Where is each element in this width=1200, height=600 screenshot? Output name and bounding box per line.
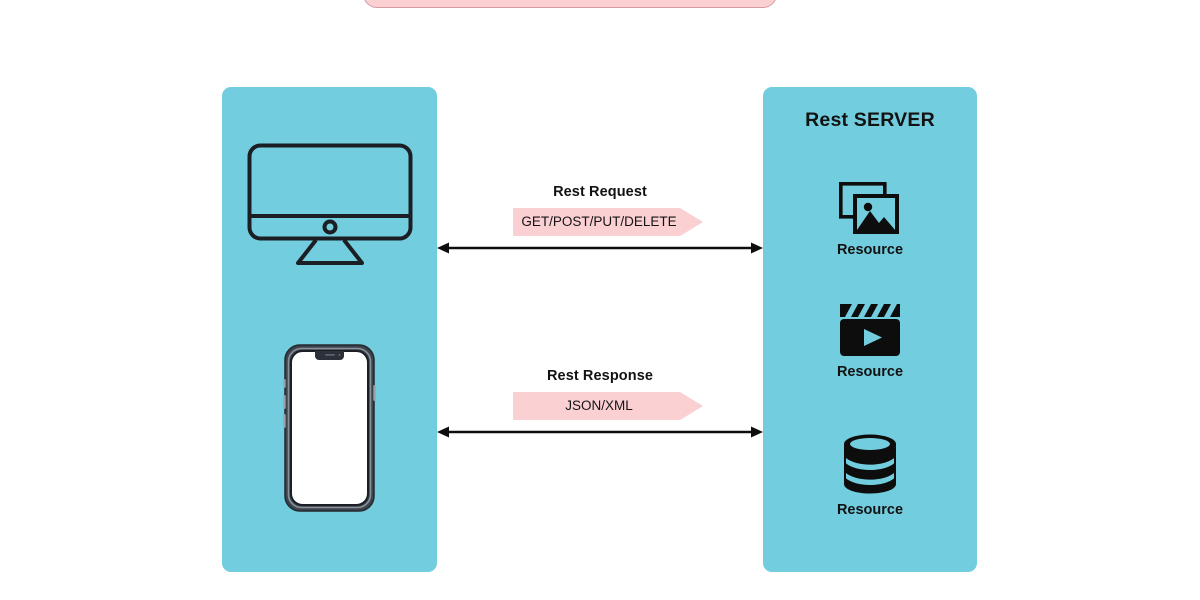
flow-request-title: Rest Request — [553, 184, 647, 200]
flow-request-banner: GET/POST/PUT/DELETE — [437, 208, 763, 236]
resource-label: Resource — [836, 242, 904, 258]
flow-response-arrow — [437, 425, 763, 439]
smartphone-icon — [282, 343, 377, 513]
flow-response-title: Rest Response — [546, 368, 654, 384]
flow-rest-request: Rest Request GET/POST/PUT/DELETE — [437, 184, 763, 255]
flow-response-banner: JSON/XML — [437, 392, 763, 420]
database-cylinder-icon — [763, 432, 977, 496]
flow-response-banner-text: JSON/XML — [565, 398, 633, 413]
resource-item-database[interactable]: Resource — [763, 432, 977, 518]
client-panel — [222, 87, 437, 572]
flow-request-arrow — [437, 241, 763, 255]
resource-item-image[interactable]: Resource — [763, 181, 977, 258]
server-panel: Rest SERVER Resource — [763, 87, 977, 572]
resource-label: Resource — [836, 502, 904, 518]
flow-rest-response: Rest Response JSON/XML — [437, 368, 763, 439]
desktop-monitor-icon — [246, 142, 414, 267]
flow-request-banner-text: GET/POST/PUT/DELETE — [521, 214, 677, 229]
pink-card-partial — [363, 0, 777, 8]
video-clapperboard-icon — [763, 302, 977, 358]
resource-label: Resource — [836, 364, 904, 380]
banner-shape — [513, 392, 703, 420]
image-gallery-icon — [763, 181, 977, 236]
resource-item-video[interactable]: Resource — [763, 302, 977, 380]
banner-shape — [513, 208, 703, 236]
server-panel-title: Rest SERVER — [805, 109, 935, 131]
